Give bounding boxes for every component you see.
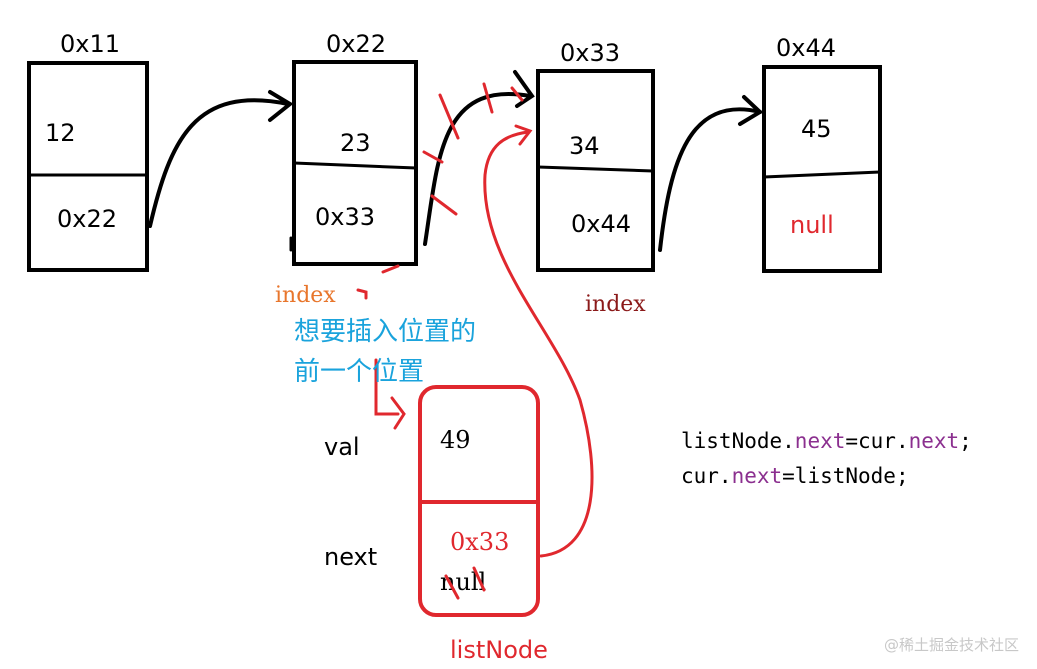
index-note-line1: 想要插入位置的 [294, 317, 476, 347]
node-0x33: 0x33 34 0x44 [536, 39, 655, 272]
next-label: next [324, 543, 377, 571]
arrowhead-3 [738, 95, 764, 126]
node-address: 0x44 [776, 34, 836, 62]
cut-mark [430, 194, 458, 216]
node-0x44: 0x44 45 null [762, 34, 882, 273]
node-divider [763, 170, 881, 179]
cut-mark [422, 150, 444, 164]
val-label: val [324, 433, 360, 461]
arrow-3-to-4 [658, 107, 762, 252]
node-address: 0x22 [326, 30, 386, 58]
list-node-value: 49 [440, 426, 471, 454]
node-0x11: 0x11 12 0x22 [27, 30, 149, 272]
list-node-name: listNode [450, 636, 548, 664]
link-arrows [148, 70, 764, 252]
arrow-2-to-3 [423, 92, 532, 246]
cut-mark [381, 264, 400, 274]
index-prev-label: index [275, 283, 336, 308]
node-next: 0x33 [315, 203, 375, 231]
list-node-new-next: 0x33 [450, 528, 509, 556]
node-divider [537, 165, 654, 173]
node-next: 0x22 [57, 205, 117, 233]
node-divider [293, 161, 417, 170]
pointer-arrowhead [390, 396, 406, 430]
code-token: cur. [681, 464, 732, 488]
code-token: listNode. [681, 429, 795, 453]
cut-mark [438, 93, 460, 140]
watermark: @稀土掘金技术社区 [883, 636, 1019, 654]
cut-mark [510, 86, 524, 102]
cut-mark [482, 82, 494, 114]
node-value: 23 [340, 129, 371, 157]
code-token-keyword: next [732, 464, 783, 488]
code-line-2: cur.next=listNode; [681, 464, 909, 488]
node-box [762, 65, 882, 273]
arrow-1-to-2 [148, 98, 290, 228]
code-token: ; [959, 429, 972, 453]
new-link-curve [483, 130, 594, 558]
old-next-strike [444, 566, 486, 600]
node-next-null: null [790, 211, 834, 239]
strike-mark [444, 574, 460, 600]
code-line-1: listNode.next=cur.next; [681, 429, 972, 453]
arrowhead-1 [268, 90, 294, 122]
pointer-line [374, 358, 400, 416]
index-note-line2: 前一个位置 [294, 357, 424, 387]
node-value: 34 [569, 132, 600, 160]
new-link-arrow [483, 124, 594, 558]
index-target-label: index [585, 292, 646, 317]
node-box [27, 61, 149, 272]
node-address: 0x11 [60, 30, 120, 58]
list-node-insert: val next 49 0x33 null listNode [324, 385, 548, 664]
strike-mark [472, 566, 486, 592]
node-next: 0x44 [571, 210, 631, 238]
code-token: =cur. [845, 429, 908, 453]
pointer-stub [356, 288, 368, 300]
node-value: 45 [801, 115, 832, 143]
code-token-keyword: next [795, 429, 846, 453]
code-token: =listNode; [782, 464, 908, 488]
new-link-arrowhead [514, 124, 533, 146]
arrowhead-2 [513, 70, 535, 108]
code-token-keyword: next [909, 429, 960, 453]
node-address: 0x33 [560, 39, 620, 67]
cut-link-marks [381, 82, 524, 274]
code-block: listNode.next=cur.next; cur.next=listNod… [681, 429, 972, 488]
index-pointer [356, 288, 406, 430]
node-0x22: 0x22 23 0x33 [292, 30, 418, 266]
node-value: 12 [45, 119, 76, 147]
